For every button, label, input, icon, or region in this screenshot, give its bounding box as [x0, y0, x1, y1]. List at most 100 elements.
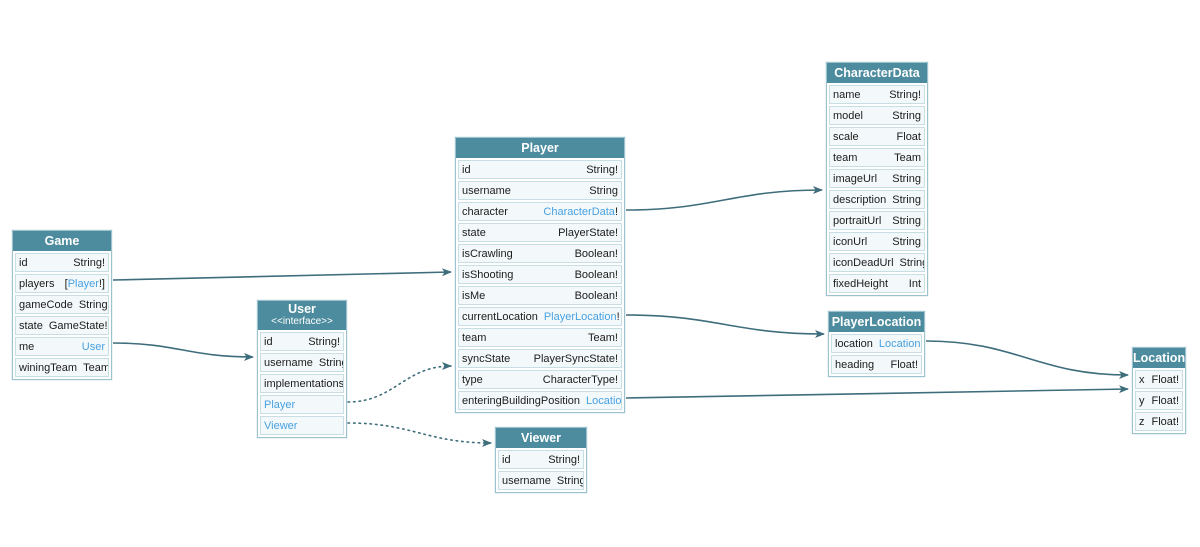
table-title: Game: [44, 234, 80, 248]
field-name: isShooting: [462, 268, 514, 281]
type-text: Boolean!: [574, 268, 618, 281]
field-type: String: [900, 257, 924, 269]
field-name-link[interactable]: Viewer: [264, 419, 298, 432]
type-text: Team: [894, 151, 921, 164]
type-text: String!: [889, 88, 921, 101]
table-header-user[interactable]: User<<interface>>: [258, 301, 346, 330]
field-type: String: [892, 173, 921, 185]
field-name: username: [502, 474, 551, 487]
field-name: fixedHeight: [833, 277, 889, 290]
field-row-player-isshooting: isShooting Boolean!: [458, 265, 622, 284]
table-header-game[interactable]: Game: [13, 231, 111, 251]
field-name: team: [462, 331, 487, 344]
field-row-player-enteringbuildingposition[interactable]: enteringBuildingPositionLocation: [458, 391, 622, 410]
field-name: players: [19, 277, 55, 290]
field-name: isMe: [462, 289, 486, 302]
type-link[interactable]: Location: [878, 337, 921, 350]
table-header-viewer[interactable]: Viewer: [496, 428, 586, 448]
field-type: [Player!]: [65, 278, 105, 290]
table-title: Player: [521, 141, 559, 155]
type-table-user: User<<interface>>idString!usernameString…: [257, 300, 347, 438]
field-name: syncState: [462, 352, 511, 365]
table-header-characterdata[interactable]: CharacterData: [827, 63, 927, 83]
field-name: username: [264, 356, 313, 369]
field-name: model: [833, 109, 863, 122]
field-type: String!: [78, 298, 109, 311]
type-text: Float: [896, 130, 921, 143]
field-name: description: [833, 193, 887, 206]
table-header-player[interactable]: Player: [456, 138, 624, 158]
table-title: Location: [1133, 351, 1186, 365]
table-header-location[interactable]: Location: [1133, 348, 1185, 368]
field-type: String: [892, 236, 921, 248]
type-text: PlayerSyncState!: [533, 352, 618, 365]
field-type: Boolean!: [575, 290, 618, 302]
field-type: Team: [894, 152, 921, 164]
field-name: z: [1139, 415, 1145, 428]
edge-game-players-to-player: [112, 268, 452, 281]
field-type: String!: [548, 454, 580, 466]
type-text: GameState!: [48, 319, 108, 332]
field-name: winingTeam: [19, 361, 78, 374]
field-row-player-syncstate: syncState PlayerSyncState!: [458, 349, 622, 368]
type-text: String: [589, 184, 618, 197]
field-type: String!: [586, 164, 618, 176]
field-name: iconUrl: [833, 235, 868, 248]
type-text: Float!: [1151, 415, 1179, 428]
field-type: Boolean!: [575, 248, 618, 260]
type-text: String!: [548, 453, 580, 466]
type-link[interactable]: User: [81, 340, 105, 353]
table-header-playerlocation[interactable]: PlayerLocation: [829, 312, 924, 332]
type-text: CharacterType!: [542, 373, 618, 386]
type-text: String!: [78, 298, 109, 311]
field-row-characterdata-iconurl: iconUrl String: [829, 232, 925, 251]
type-link[interactable]: PlayerLocation: [543, 310, 617, 323]
field-name: location: [835, 337, 873, 350]
type-text: Boolean!: [574, 247, 618, 260]
type-text: String: [556, 474, 584, 487]
type-text: String: [892, 214, 921, 227]
type-link[interactable]: Player: [67, 277, 99, 290]
field-type: Float!: [1151, 416, 1179, 428]
type-link[interactable]: CharacterData: [543, 205, 615, 218]
field-row-playerlocation-location[interactable]: location Location!: [831, 334, 922, 353]
field-row-user-player[interactable]: Player: [260, 395, 344, 414]
edge-user-player-to-player: [347, 362, 452, 403]
field-name: type: [462, 373, 483, 386]
field-row-player-isme: isMe Boolean!: [458, 286, 622, 305]
field-type: Team!: [588, 332, 618, 344]
field-type: String!: [308, 336, 340, 348]
edge-player-currentlocation-to-playerlocation: [625, 314, 825, 338]
type-link[interactable]: Location: [586, 394, 622, 407]
field-type: PlayerSyncState!: [534, 353, 618, 365]
field-type: String: [589, 185, 618, 197]
type-text: Team: [83, 361, 109, 374]
type-text: Float!: [890, 358, 918, 371]
field-row-game-players[interactable]: players [Player!]: [15, 274, 109, 293]
field-row-user-viewer[interactable]: Viewer: [260, 416, 344, 435]
type-text: !: [616, 310, 620, 323]
field-name: iconDeadUrl: [833, 256, 894, 269]
field-type: Float!: [890, 359, 918, 371]
field-row-user-implementations: implementations: [260, 374, 344, 393]
field-name-link[interactable]: Player: [264, 398, 296, 411]
field-name: username: [462, 184, 511, 197]
field-name: state: [462, 226, 486, 239]
type-text: String!: [73, 256, 105, 269]
type-text: Float!: [1151, 394, 1179, 407]
type-text: Team!: [588, 331, 618, 344]
type-text: String: [318, 356, 343, 369]
field-name: team: [833, 151, 858, 164]
table-title: Viewer: [520, 431, 562, 445]
type-text: !: [921, 338, 922, 350]
